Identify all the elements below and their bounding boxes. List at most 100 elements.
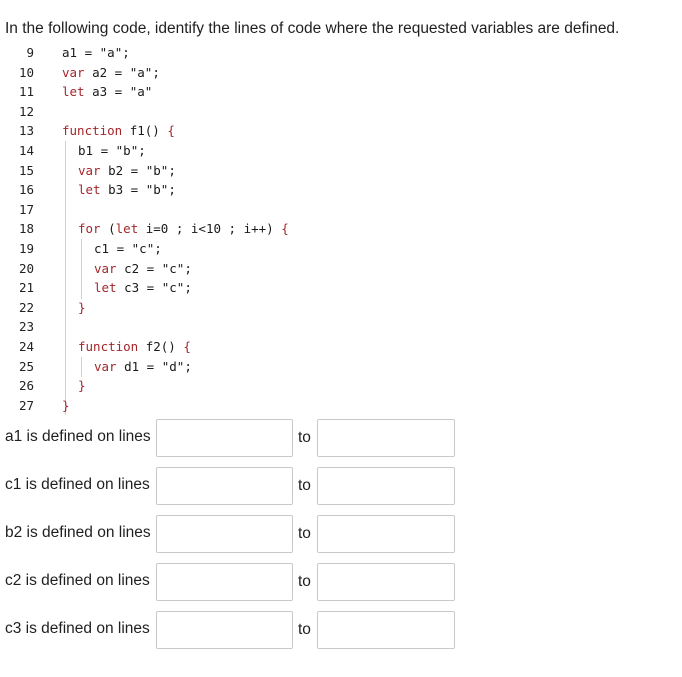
from-line-input[interactable] bbox=[156, 563, 293, 601]
code-keyword: let bbox=[78, 182, 109, 198]
answer-label: a1 is defined on lines bbox=[5, 428, 151, 445]
code-keyword: var bbox=[78, 162, 109, 178]
code-keyword: } bbox=[78, 299, 86, 315]
to-line-input[interactable] bbox=[317, 467, 455, 505]
line-number: 18 bbox=[18, 221, 34, 237]
code-keyword: var bbox=[94, 260, 125, 276]
line-number: 20 bbox=[18, 260, 34, 276]
code-token: ; bbox=[154, 241, 162, 256]
answer-label: b2 is defined on lines bbox=[5, 524, 151, 541]
to-line-input[interactable] bbox=[317, 419, 455, 457]
line-number: 17 bbox=[18, 201, 34, 217]
code-line: 22} bbox=[0, 298, 682, 318]
code-line: 11 let a3 = "a" bbox=[0, 82, 682, 102]
code-line: 20 var c2 = "c"; bbox=[0, 259, 682, 279]
code-line: 15 var b2 = "b"; bbox=[0, 161, 682, 181]
code-token: ; bbox=[168, 182, 176, 198]
indent-guide bbox=[81, 239, 82, 299]
code-token: c1 = bbox=[94, 241, 132, 256]
code-token: "b" bbox=[115, 143, 139, 158]
from-line-input[interactable] bbox=[156, 515, 293, 553]
code-keyword: { bbox=[183, 339, 191, 354]
code-token: c2 = bbox=[124, 260, 162, 276]
to-label: to bbox=[298, 525, 311, 542]
code-line: 9 a1 = "a"; bbox=[0, 43, 682, 63]
to-label: to bbox=[298, 621, 311, 638]
to-line-input[interactable] bbox=[317, 563, 455, 601]
line-number: 24 bbox=[18, 339, 34, 354]
code-line: 17 bbox=[0, 200, 682, 220]
code-token: "a" bbox=[99, 45, 123, 60]
code-token: ; bbox=[122, 45, 130, 60]
code-line: 26} bbox=[0, 376, 682, 396]
line-number: 15 bbox=[18, 162, 34, 178]
code-text: } bbox=[78, 298, 86, 318]
code-text: function f2() { bbox=[78, 337, 191, 357]
code-text: } bbox=[62, 396, 70, 416]
code-token: "b" bbox=[145, 162, 169, 178]
from-line-input[interactable] bbox=[156, 467, 293, 505]
code-text: var c2 = "c"; bbox=[94, 259, 192, 279]
code-text: var d1 = "d"; bbox=[94, 357, 192, 377]
line-number: 11 bbox=[18, 84, 34, 100]
code-token: d1 = bbox=[124, 358, 162, 374]
code-token: i=0 ; i<10 ; i++) bbox=[145, 221, 282, 237]
code-token: b3 = bbox=[108, 182, 146, 198]
answer-row: c3 is defined on lines to bbox=[0, 611, 682, 649]
code-keyword: function bbox=[78, 339, 146, 354]
line-number: 21 bbox=[18, 280, 34, 296]
line-number: 22 bbox=[18, 299, 34, 315]
code-token: ( bbox=[108, 221, 116, 237]
code-text: var a2 = "a"; bbox=[62, 63, 160, 83]
line-number: 25 bbox=[18, 358, 34, 374]
to-line-input[interactable] bbox=[317, 515, 455, 553]
code-token: ; bbox=[152, 64, 160, 80]
line-number: 9 bbox=[26, 45, 34, 60]
code-text: let b3 = "b"; bbox=[78, 180, 176, 200]
code-token: b1 = bbox=[78, 143, 116, 158]
code-text: a1 = "a"; bbox=[62, 43, 130, 63]
code-text: for (let i=0 ; i<10 ; i++) { bbox=[78, 219, 289, 239]
answer-label: c2 is defined on lines bbox=[5, 572, 150, 589]
code-line: 25 var d1 = "d"; bbox=[0, 357, 682, 377]
code-keyword: } bbox=[78, 378, 86, 394]
code-text: function f1() { bbox=[62, 121, 175, 141]
code-line: 27} bbox=[0, 396, 682, 416]
indent-guide bbox=[65, 141, 66, 415]
code-line: 18 for (let i=0 ; i<10 ; i++) { bbox=[0, 219, 682, 239]
code-keyword: for bbox=[78, 221, 109, 237]
code-keyword: { bbox=[281, 221, 289, 237]
to-label: to bbox=[298, 429, 311, 446]
code-keyword: let bbox=[62, 84, 93, 100]
code-text: var b2 = "b"; bbox=[78, 161, 176, 181]
code-token: "b" bbox=[145, 182, 169, 198]
line-number: 14 bbox=[18, 143, 34, 158]
from-line-input[interactable] bbox=[156, 419, 293, 457]
code-token: b2 = bbox=[108, 162, 146, 178]
code-keyword: function bbox=[62, 123, 130, 139]
code-line: 23 bbox=[0, 317, 682, 337]
to-label: to bbox=[298, 573, 311, 590]
code-token: a2 = bbox=[92, 64, 130, 80]
code-token: "a" bbox=[129, 84, 153, 100]
code-token: ; bbox=[184, 280, 192, 296]
to-label: to bbox=[298, 477, 311, 494]
code-line: 12 bbox=[0, 102, 682, 122]
code-keyword: let bbox=[115, 221, 146, 237]
code-token: "d" bbox=[161, 358, 185, 374]
line-number: 19 bbox=[18, 241, 34, 256]
answer-row: b2 is defined on lines to bbox=[0, 515, 682, 553]
to-line-input[interactable] bbox=[317, 611, 455, 649]
code-text: let c3 = "c"; bbox=[94, 278, 192, 298]
answer-label: c3 is defined on lines bbox=[5, 620, 150, 637]
code-text: c1 = "c"; bbox=[94, 239, 162, 259]
code-token: a3 = bbox=[92, 84, 130, 100]
code-token: "a" bbox=[129, 64, 153, 80]
code-keyword: let bbox=[94, 280, 125, 296]
line-number: 12 bbox=[18, 103, 34, 119]
from-line-input[interactable] bbox=[156, 611, 293, 649]
code-token: a1 = bbox=[62, 45, 100, 60]
code-text: b1 = "b"; bbox=[78, 141, 146, 161]
